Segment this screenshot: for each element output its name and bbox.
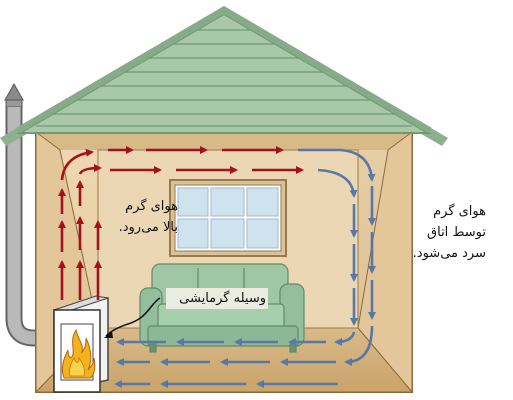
chimney-pipe [4, 82, 55, 347]
warm-air-arrows [58, 146, 304, 300]
heater-pointer-arrowhead [104, 331, 113, 338]
heater-pointer [105, 297, 161, 337]
label-warm-air-cools-line-3: سرد می‌شود. [412, 246, 486, 261]
roof [0, 6, 448, 146]
label-warm-air-cools-line-1: هوای گرم [433, 204, 486, 219]
cool-air-arrows [114, 148, 376, 388]
label-warm-air-cools-line-2: توسط اتاق [427, 225, 486, 240]
label-warm-air-rises: هوای گرم بالا می‌رود. [100, 196, 178, 238]
label-warm-air-cools: هوای گرم توسط اتاق سرد می‌شود. [412, 201, 486, 264]
label-warm-air-rises-line-2: بالا می‌رود. [118, 220, 178, 235]
flame-icon [61, 328, 96, 379]
window [169, 179, 287, 257]
label-heater: وسیله گرمایشی [166, 288, 268, 309]
label-warm-air-rises-line-1: هوای گرم [125, 199, 178, 214]
